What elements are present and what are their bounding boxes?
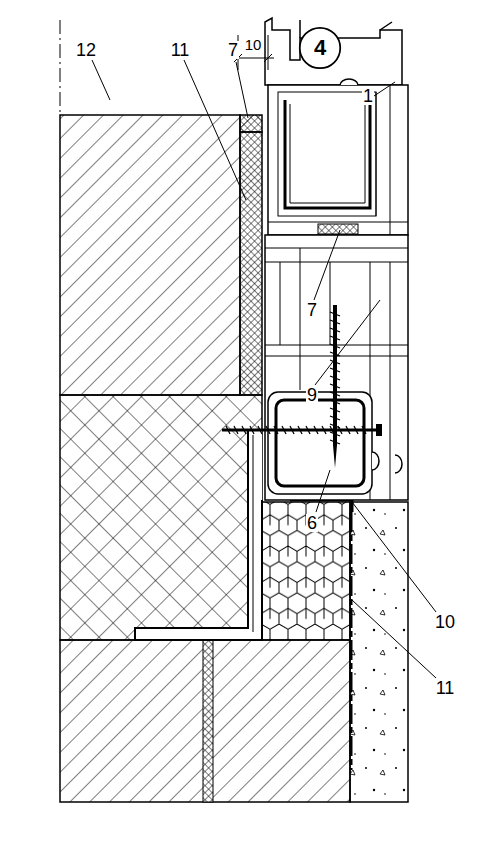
callout-number: 7: [227, 41, 239, 59]
detail-number: 4: [314, 35, 326, 61]
callout-number: 10: [434, 613, 456, 631]
callout-number: 12: [75, 41, 97, 59]
callout-number: 7: [306, 301, 318, 319]
callout-number: 9: [306, 386, 318, 404]
callout-number: 1: [362, 87, 374, 105]
callout-number: 11: [435, 679, 456, 697]
callout-number: 6: [306, 514, 318, 532]
detail-circle: 4: [298, 26, 342, 70]
callout-number: 11: [170, 41, 191, 59]
dimension: 10: [244, 37, 263, 52]
